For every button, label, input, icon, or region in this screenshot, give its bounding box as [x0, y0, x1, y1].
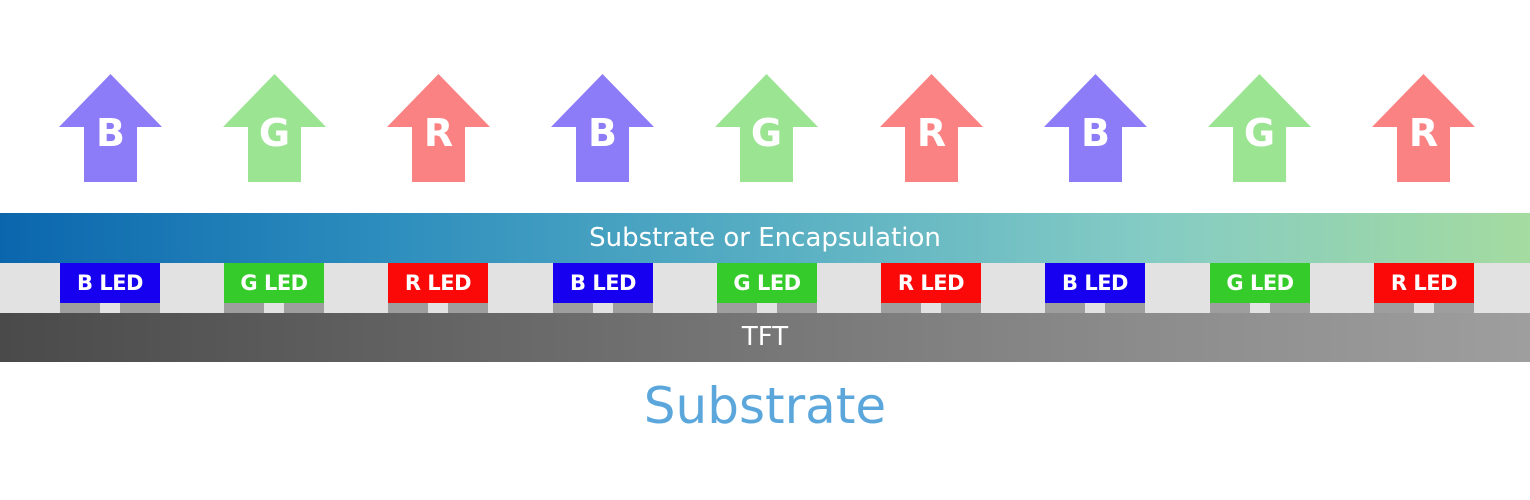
led-r: R LED [881, 263, 981, 313]
emission-arrow-g: G [1208, 74, 1311, 182]
arrow-shape [880, 74, 983, 182]
arrow-label: G [750, 111, 783, 155]
arrow-shape [1372, 74, 1475, 182]
tft-layer: TFT [0, 313, 1530, 362]
arrow-shape [223, 74, 326, 182]
arrow-label: R [423, 111, 454, 155]
led-layer: B LED G LED R LED B LED G LED R LED B LED G LED… [0, 263, 1530, 313]
up-arrow-icon [59, 74, 162, 182]
up-arrow-icon [223, 74, 326, 182]
substrate-label: Substrate [643, 377, 887, 435]
arrow-label: R [1408, 111, 1439, 155]
contact-pad-right [1434, 303, 1474, 313]
led-g: G LED [1210, 263, 1310, 313]
led-g: G LED [717, 263, 817, 313]
led-chip-label: G LED [1210, 263, 1310, 303]
contact-pad-left [553, 303, 593, 313]
arrow-label: G [1243, 111, 1276, 155]
led-chip-label: G LED [224, 263, 324, 303]
up-arrow-icon [387, 74, 490, 182]
led-chip-label: B LED [1045, 263, 1145, 303]
arrow-label: B [96, 111, 125, 155]
contact-pad-left [1045, 303, 1085, 313]
up-arrow-icon [551, 74, 654, 182]
led-r: R LED [1374, 263, 1474, 313]
up-arrow-icon [1372, 74, 1475, 182]
contact-pad-right [777, 303, 817, 313]
emission-arrow-g: G [715, 74, 818, 182]
up-arrow-icon [715, 74, 818, 182]
arrow-shape [1208, 74, 1311, 182]
tft-label: TFT [741, 322, 789, 352]
led-chip-label: G LED [717, 263, 817, 303]
contact-pad-left [1374, 303, 1414, 313]
contact-pad-left [717, 303, 757, 313]
arrow-shape [387, 74, 490, 182]
contact-pad-right [448, 303, 488, 313]
up-arrow-icon [1044, 74, 1147, 182]
arrow-label: G [258, 111, 291, 155]
contact-pad-right [1270, 303, 1310, 313]
led-chip-label: R LED [881, 263, 981, 303]
emission-arrow-b: B [1044, 74, 1147, 182]
led-chip-label: B LED [553, 263, 653, 303]
contact-pad-left [224, 303, 264, 313]
arrow-shape [551, 74, 654, 182]
up-arrow-icon [1208, 74, 1311, 182]
led-r: R LED [388, 263, 488, 313]
led-chip-label: R LED [388, 263, 488, 303]
arrow-label: R [916, 111, 947, 155]
emission-arrow-g: G [223, 74, 326, 182]
encapsulation-layer: Substrate or Encapsulation [0, 213, 1530, 263]
emission-arrow-b: B [551, 74, 654, 182]
contact-pad-right [613, 303, 653, 313]
contact-pad-right [120, 303, 160, 313]
arrow-label: B [1081, 111, 1110, 155]
led-chip-label: R LED [1374, 263, 1474, 303]
emission-arrow-r: R [880, 74, 983, 182]
contact-pad-left [388, 303, 428, 313]
arrow-shape [1044, 74, 1147, 182]
led-b: B LED [1045, 263, 1145, 313]
contact-pad-right [941, 303, 981, 313]
contact-pad-right [284, 303, 324, 313]
led-chip-label: B LED [60, 263, 160, 303]
arrow-label: B [588, 111, 617, 155]
contact-pad-left [881, 303, 921, 313]
up-arrow-icon [880, 74, 983, 182]
emission-arrow-r: R [1372, 74, 1475, 182]
encapsulation-label: Substrate or Encapsulation [589, 223, 941, 253]
contact-pad-left [1210, 303, 1250, 313]
contact-pad-left [60, 303, 100, 313]
arrow-shape [715, 74, 818, 182]
contact-pad-right [1105, 303, 1145, 313]
led-b: B LED [60, 263, 160, 313]
emission-arrow-r: R [387, 74, 490, 182]
emission-arrow-b: B [59, 74, 162, 182]
led-g: G LED [224, 263, 324, 313]
arrow-shape [59, 74, 162, 182]
led-b: B LED [553, 263, 653, 313]
